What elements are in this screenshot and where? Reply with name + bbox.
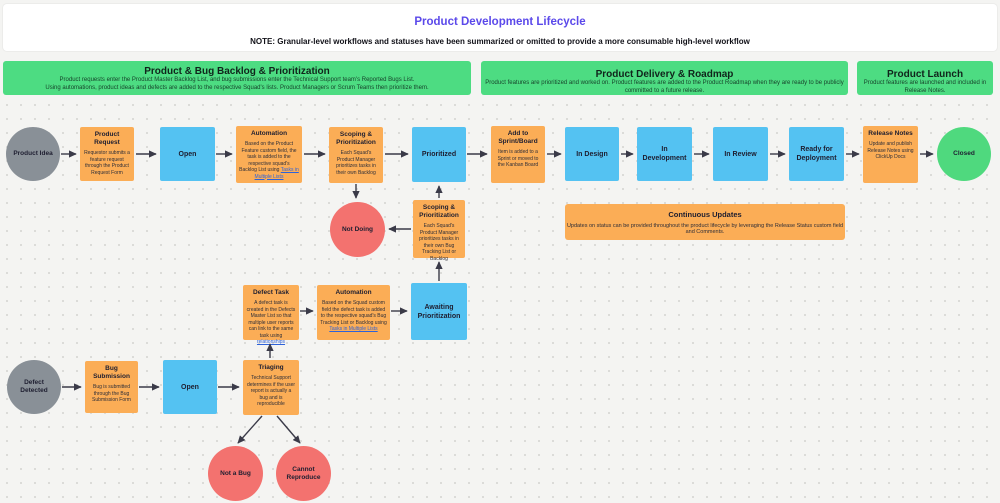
section-subtext: Product requests enter the Product Maste… [59,77,415,83]
section-subtext: Using automations, product ideas and def… [45,84,429,91]
node-scoping-prioritization-bug[interactable]: Scoping & Prioritization Each Squad's Pr… [413,200,465,262]
page-title: Product Development Lifecycle [414,16,586,28]
node-not-a-bug[interactable]: Not a Bug [208,446,263,501]
section-title: Product Delivery & Roadmap [595,69,734,80]
node-automation-product[interactable]: Automation Based on the Product Feature … [236,126,302,183]
section-subtext: Product features are launched and includ… [863,80,987,94]
node-continuous-updates[interactable]: Continuous Updates Updates on status can… [565,204,845,240]
tasks-in-multiple-lists-link[interactable]: Tasks in Multiple Lists [329,326,378,332]
node-product-request[interactable]: Product Request Requestor submits a feat… [80,127,134,181]
node-closed[interactable]: Closed [937,127,991,181]
node-in-development[interactable]: In Development [637,127,692,181]
section-title: Product Launch [886,69,964,80]
relationships-link[interactable]: relationships [256,339,286,345]
page-note: NOTE: Granular-level workflows and statu… [250,37,750,46]
node-open-bug[interactable]: Open [163,360,217,414]
node-not-doing[interactable]: Not Doing [330,202,385,257]
node-product-idea[interactable]: Product Idea [6,127,60,181]
node-add-to-sprint-board[interactable]: Add to Sprint/Board Item is added to a S… [491,126,545,183]
section-subtext: Product features are prioritized and wor… [485,80,844,94]
header-card: Product Development Lifecycle NOTE: Gran… [3,4,997,51]
node-scoping-prioritization-product[interactable]: Scoping & Prioritization Each Squad's Pr… [329,127,383,183]
node-in-review[interactable]: In Review [713,127,768,181]
section-product-launch[interactable]: Product Launch Product features are laun… [857,61,993,95]
node-defect-detected[interactable]: Defect Detected [7,360,61,414]
node-awaiting-prioritization[interactable]: Awaiting Prioritization [411,283,467,340]
tasks-in-multiple-lists-link[interactable]: Tasks in Multiple Lists [254,167,299,180]
node-open-product[interactable]: Open [160,127,215,181]
node-triaging[interactable]: Triaging Technical Support determines if… [243,360,299,415]
node-release-notes[interactable]: Release Notes Update and publish Release… [863,126,918,183]
section-title: Product & Bug Backlog & Prioritization [144,66,330,77]
node-defect-task[interactable]: Defect Task A defect task is created in … [243,285,299,345]
node-ready-for-deployment[interactable]: Ready for Deployment [789,127,844,181]
node-cannot-reproduce[interactable]: Cannot Reproduce [276,446,331,501]
section-backlog-prioritization[interactable]: Product & Bug Backlog & Prioritization P… [3,61,471,95]
node-bug-submission[interactable]: Bug Submission Bug is submitted through … [85,361,138,413]
section-delivery-roadmap[interactable]: Product Delivery & Roadmap Product featu… [481,61,848,95]
node-automation-defect[interactable]: Automation Based on the Squad custom fie… [317,285,390,340]
node-prioritized[interactable]: Prioritized [412,127,466,182]
node-in-design[interactable]: In Design [565,127,619,181]
